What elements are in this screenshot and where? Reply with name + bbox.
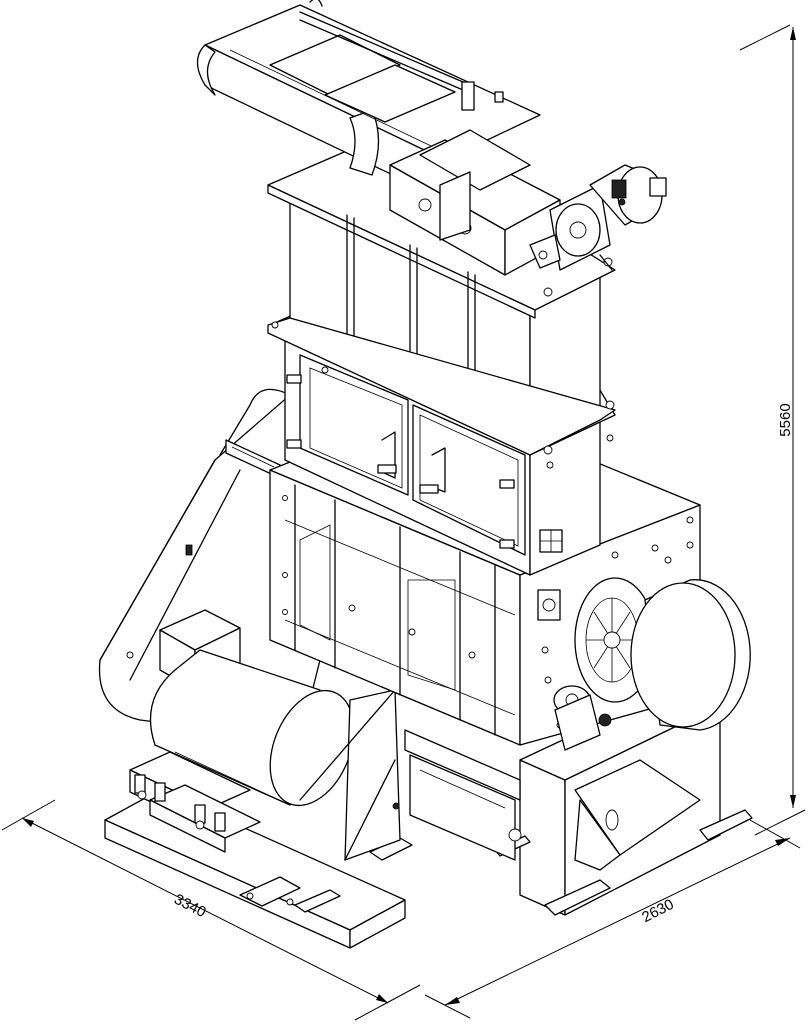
height-dimension-label: 5560 xyxy=(777,403,794,436)
length-dimension-label: 3340 xyxy=(171,891,208,921)
motor xyxy=(149,609,401,861)
base-frame xyxy=(404,684,753,916)
upper-hopper xyxy=(267,129,616,456)
gearmotor xyxy=(529,164,667,271)
rotor-pulley xyxy=(553,577,751,751)
height-dimension: 5560 xyxy=(739,24,806,836)
motor-base xyxy=(104,751,413,949)
top-chute xyxy=(196,0,561,276)
width-dimension-label: 2630 xyxy=(639,896,676,926)
